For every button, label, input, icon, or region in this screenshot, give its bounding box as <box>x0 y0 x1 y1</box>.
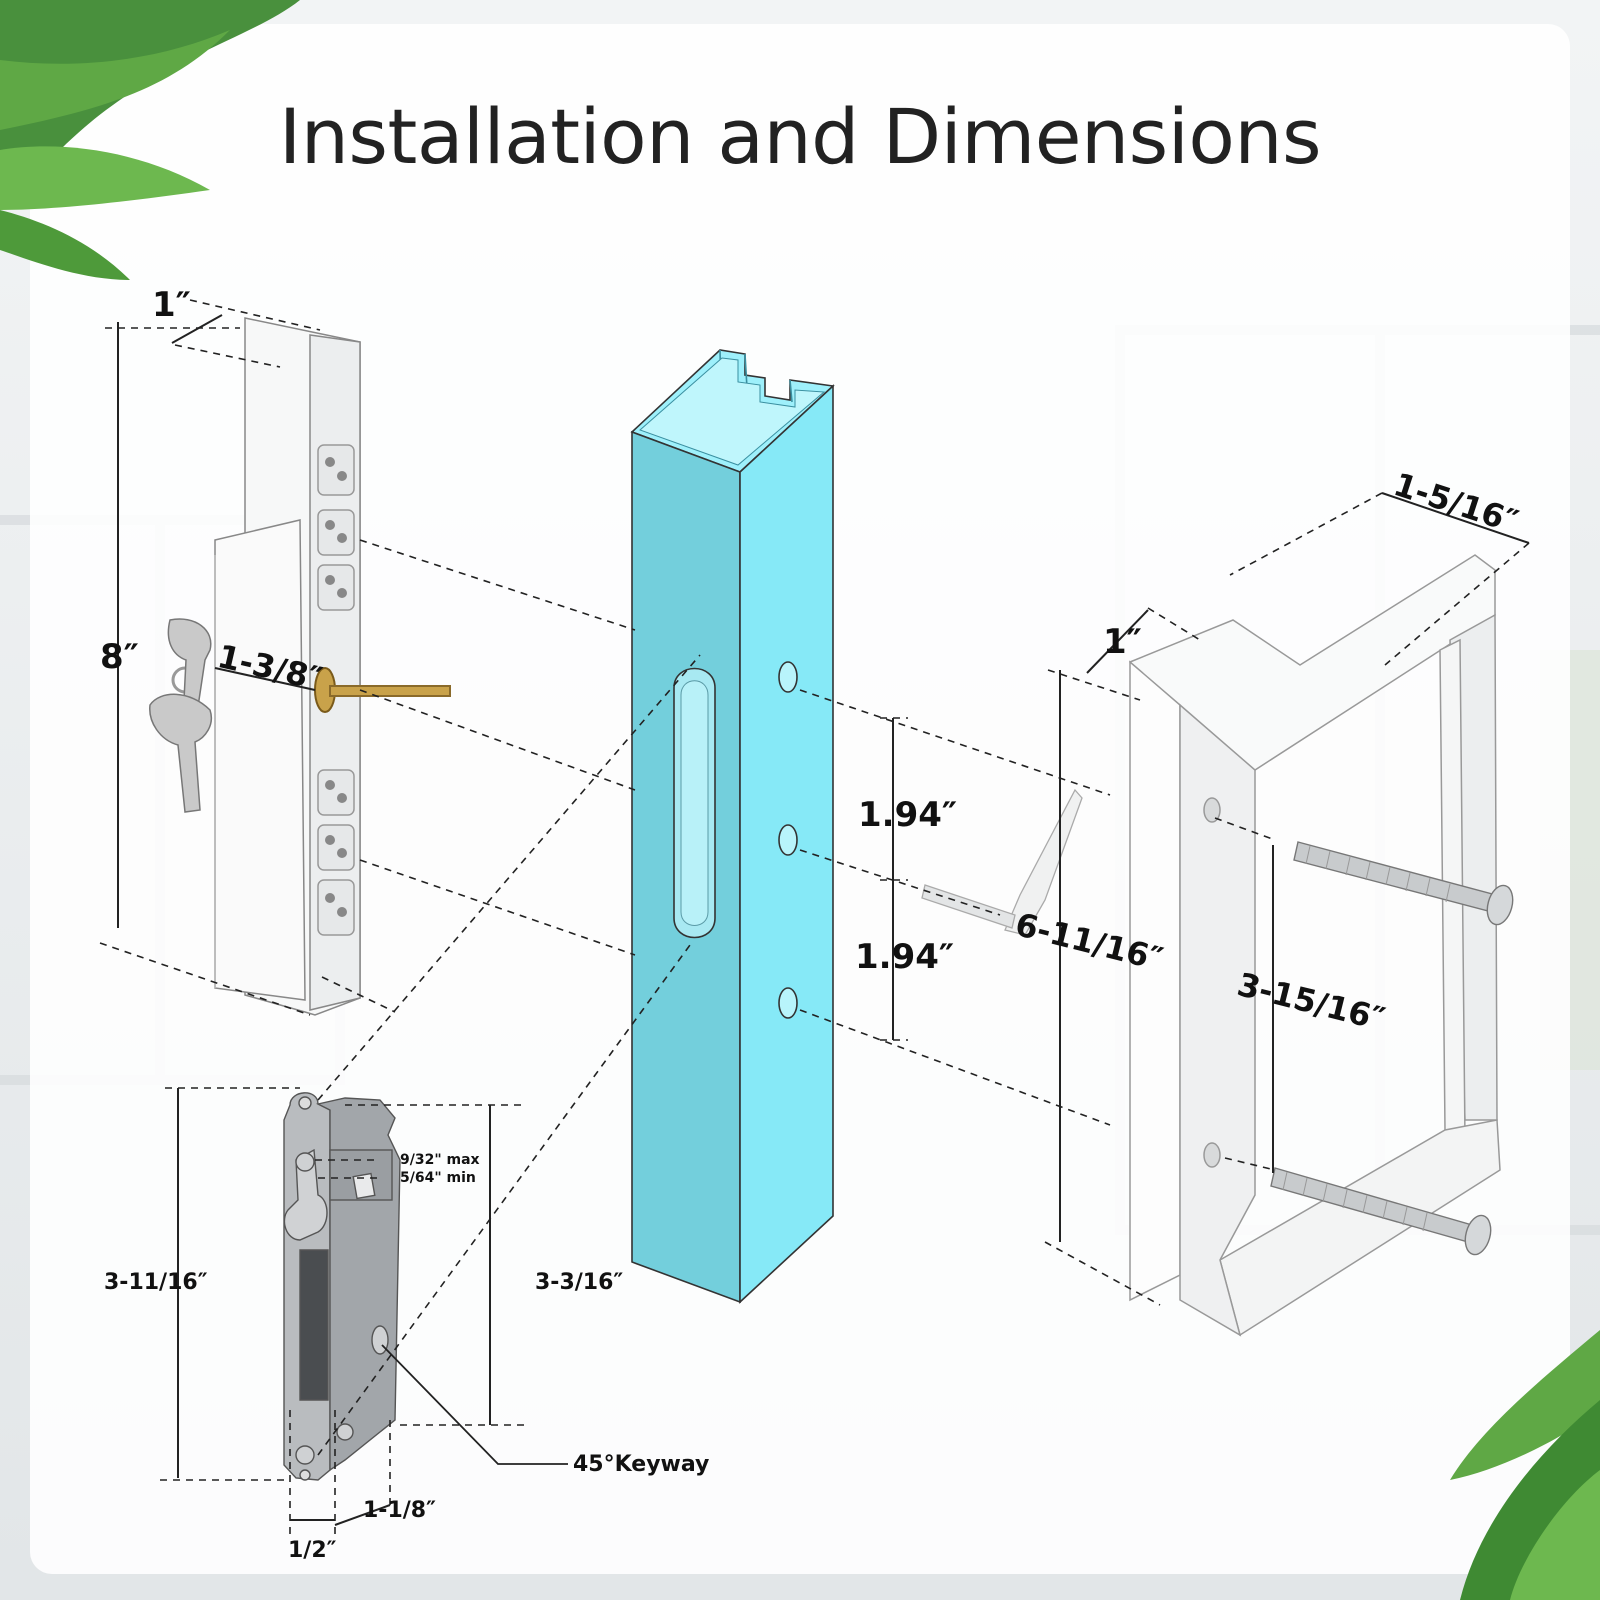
label-keyway: 45°Keyway <box>573 1452 710 1477</box>
label-latch-max: 9/32" max <box>400 1152 480 1168</box>
door-frame-profile <box>630 349 835 1304</box>
keys <box>149 618 212 813</box>
latch-lever <box>921 788 1083 936</box>
dimension-lines <box>117 314 1530 1526</box>
mounting-screws <box>1270 841 1514 1256</box>
label-mortise-height: 3-11/16″ <box>104 1270 208 1295</box>
label-pull-width: 1″ <box>1103 622 1142 662</box>
label-faceplate-width: 1-1/8″ <box>363 1498 436 1523</box>
label-handle-height: 8″ <box>100 637 139 677</box>
mortise-lock <box>283 1092 401 1481</box>
label-backset: 1/2″ <box>288 1538 337 1563</box>
page-title: Installation and Dimensions <box>278 92 1322 181</box>
label-latch-min: 5/64" min <box>400 1170 476 1186</box>
label-mortise-hole-spacing: 3-3/16″ <box>535 1270 624 1295</box>
extension-lines <box>99 299 1530 1535</box>
lock-cylinder <box>314 667 451 713</box>
outside-handle <box>214 317 361 1016</box>
palm-leaf-bottom-right <box>1450 1330 1600 1600</box>
label-hole-spacing-lower: 1.94″ <box>855 937 955 977</box>
palm-leaf-top-left <box>0 0 300 280</box>
label-handle-width: 1″ <box>152 285 191 325</box>
label-hole-spacing-upper: 1.94″ <box>858 795 958 835</box>
